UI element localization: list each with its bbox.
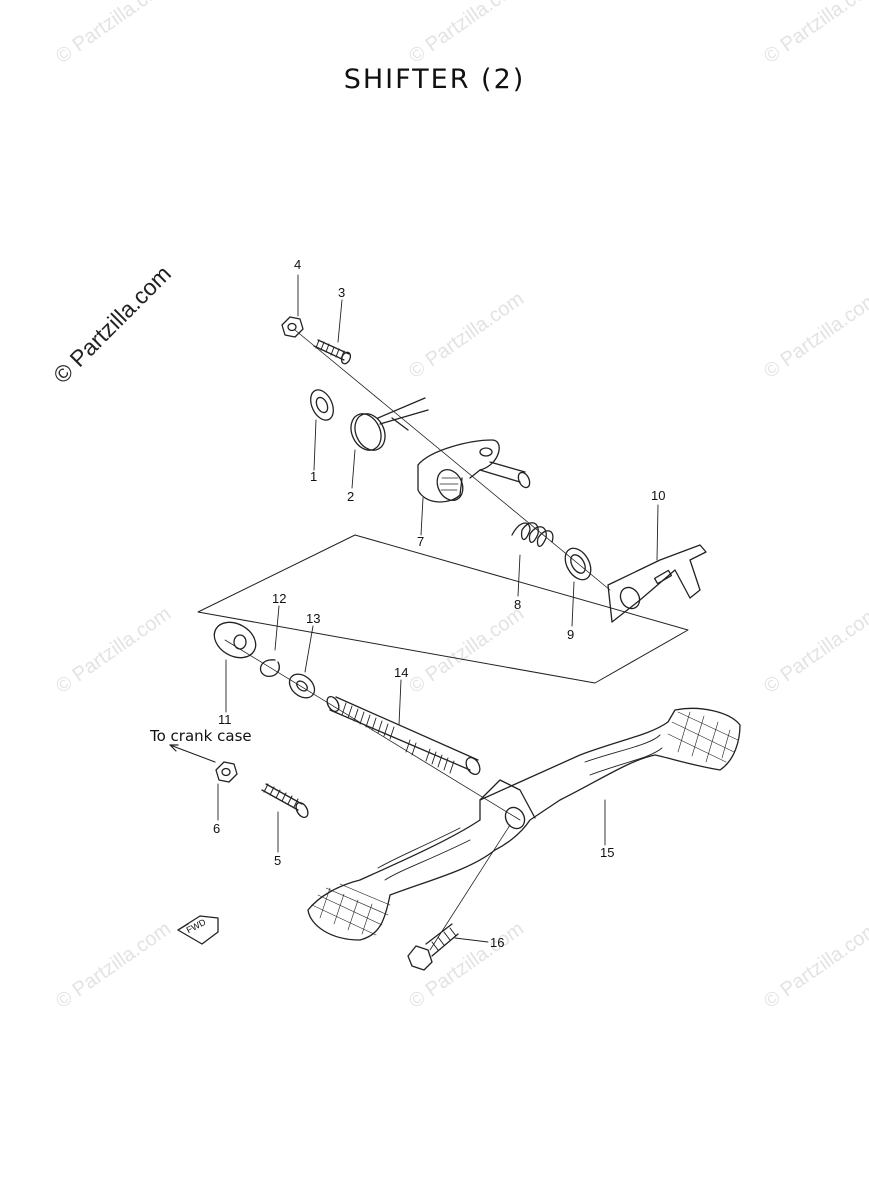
callout-1: 1 [310,469,318,484]
part-12-circlip [259,659,280,677]
callout-16: 16 [490,935,505,950]
callout-10: 10 [651,488,666,503]
part-1-washer [310,389,334,421]
part-3-screw [313,339,352,365]
part-4-nut [281,316,304,338]
part-13-washer [288,673,316,699]
axis-line-bolt [429,824,511,951]
callout-5: 5 [274,853,282,868]
callout-12: 12 [272,591,287,606]
assembly-boundary [197,534,689,684]
callout-9: 9 [567,627,575,642]
callout-13: 13 [306,611,321,626]
part-15-pedal [307,707,741,941]
part-14-shaft [326,695,481,776]
callout-7: 7 [417,534,425,549]
leader-lines [217,274,659,943]
axis-line-upper [294,329,611,591]
part-16-bolt [407,923,459,971]
callout-2: 2 [347,489,355,504]
callout-6: 6 [213,821,221,836]
part-2-spring [350,397,429,451]
part-11-washer [213,621,257,659]
page-title: SHIFTER (2) [343,64,526,95]
callout-4: 4 [294,257,302,272]
callout-15: 15 [600,845,615,860]
crank-case-arrow [169,744,216,763]
part-6-nut [215,761,238,783]
part-10-plate [607,544,707,623]
part-7-lever [417,439,531,503]
callout-11: 11 [218,712,232,727]
part-8-spring [511,522,554,547]
axis-line-lower [224,639,521,821]
fwd-arrow [177,915,219,945]
part-5-screw [261,783,309,819]
crank-case-note: To crank case [150,727,252,745]
callout-14: 14 [394,665,409,680]
callout-8: 8 [514,597,522,612]
callout-3: 3 [338,285,346,300]
part-9-washer [564,547,592,581]
